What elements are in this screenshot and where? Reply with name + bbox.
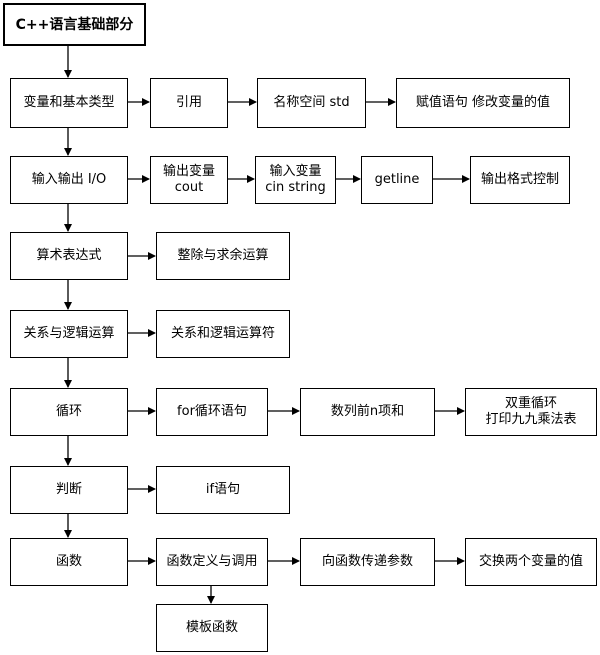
node-assignment: 赋值语句 修改变量的值 xyxy=(396,78,570,128)
node-relational-logic: 关系与逻辑运算 xyxy=(10,310,128,358)
node-input-var: 输入变量 cin string xyxy=(255,156,336,204)
node-double-loop: 双重循环 打印九九乘法表 xyxy=(465,388,597,436)
node-function: 函数 xyxy=(10,538,128,586)
node-relational-logic-ops: 关系和逻辑运算符 xyxy=(156,310,290,358)
node-int-div-mod: 整除与求余运算 xyxy=(156,232,290,280)
node-template-func: 模板函数 xyxy=(156,604,268,652)
node-reference: 引用 xyxy=(150,78,228,128)
node-for-loop: for循环语句 xyxy=(156,388,268,436)
node-getline: getline xyxy=(361,156,433,204)
node-loop: 循环 xyxy=(10,388,128,436)
node-swap-values: 交换两个变量的值 xyxy=(465,538,597,586)
node-variables: 变量和基本类型 xyxy=(10,78,128,128)
node-func-def-call: 函数定义与调用 xyxy=(156,538,268,586)
node-judge: 判断 xyxy=(10,466,128,514)
node-if-statement: if语句 xyxy=(156,466,290,514)
node-output-format: 输出格式控制 xyxy=(470,156,570,204)
node-arithmetic: 算术表达式 xyxy=(10,232,128,280)
node-title: C++语言基础部分 xyxy=(3,3,146,46)
node-output-var: 输出变量 cout xyxy=(150,156,228,204)
node-pass-params: 向函数传递参数 xyxy=(300,538,435,586)
node-series-sum: 数列前n项和 xyxy=(300,388,435,436)
node-namespace-std: 名称空间 std xyxy=(257,78,366,128)
node-io: 输入输出 I/O xyxy=(10,156,128,204)
